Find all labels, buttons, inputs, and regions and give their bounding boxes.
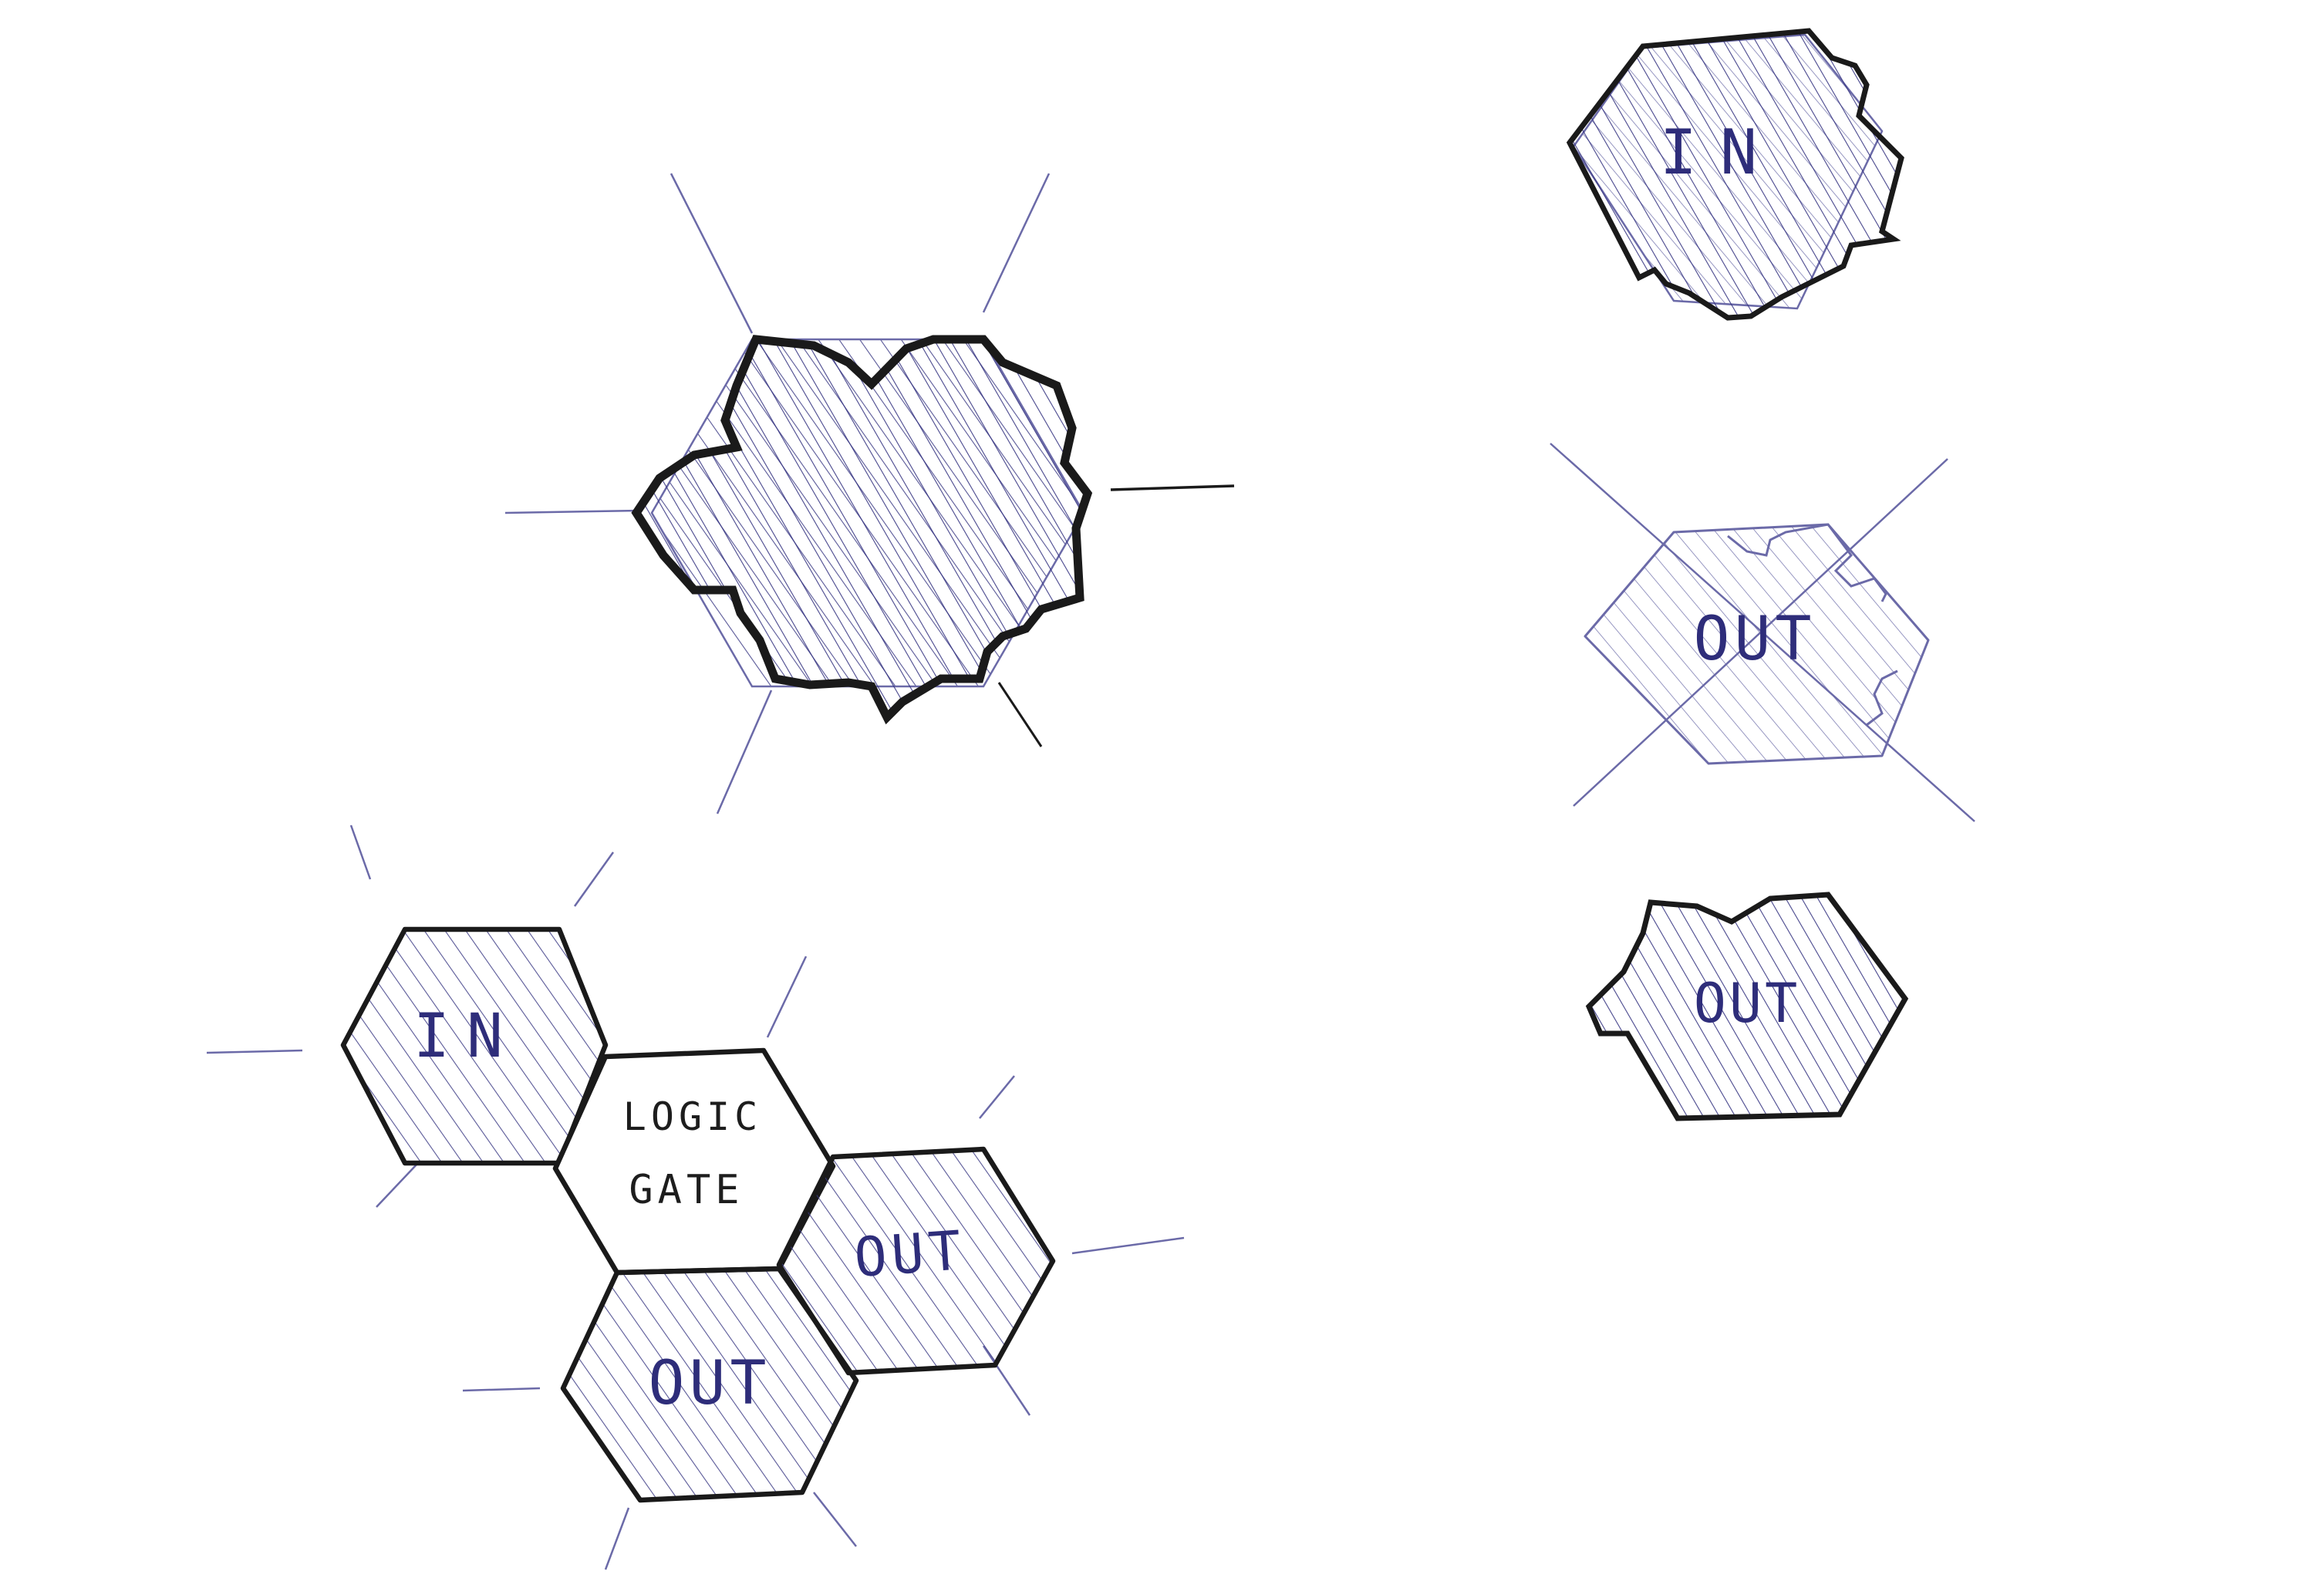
right-out-middle-label: OUT	[1694, 605, 1816, 674]
out-hex-right-label: OUT	[852, 1219, 968, 1290]
right-out-bottom-label: OUT	[1694, 972, 1800, 1035]
large-jagged-hex-tile	[504, 173, 1235, 814]
jagged-hex-outline	[631, 335, 1093, 725]
logic-gate-label-line1: LOGIC	[623, 1094, 763, 1139]
right-out-hex-tile-faint: OUT	[1550, 443, 1975, 822]
out-hex-bottom-label: OUT	[649, 1349, 771, 1418]
logic-gate-cluster: IN LOGIC GATE OUT OUT	[206, 824, 1185, 1570]
right-in-hex-tile: IN	[1566, 28, 1904, 321]
cluster-guide-lines	[206, 824, 1185, 1570]
right-out-hex-tile-bottom: OUT	[1585, 892, 1909, 1121]
logic-gate-label-line2: GATE	[629, 1167, 744, 1213]
out-hex-tile-bottom: OUT	[560, 1266, 859, 1503]
radiating-guide-lines	[504, 173, 1235, 814]
right-in-label: IN	[1660, 116, 1780, 188]
in-hex-label: IN	[413, 1002, 520, 1071]
out-hex-tile-right: OUT	[776, 1146, 1056, 1376]
